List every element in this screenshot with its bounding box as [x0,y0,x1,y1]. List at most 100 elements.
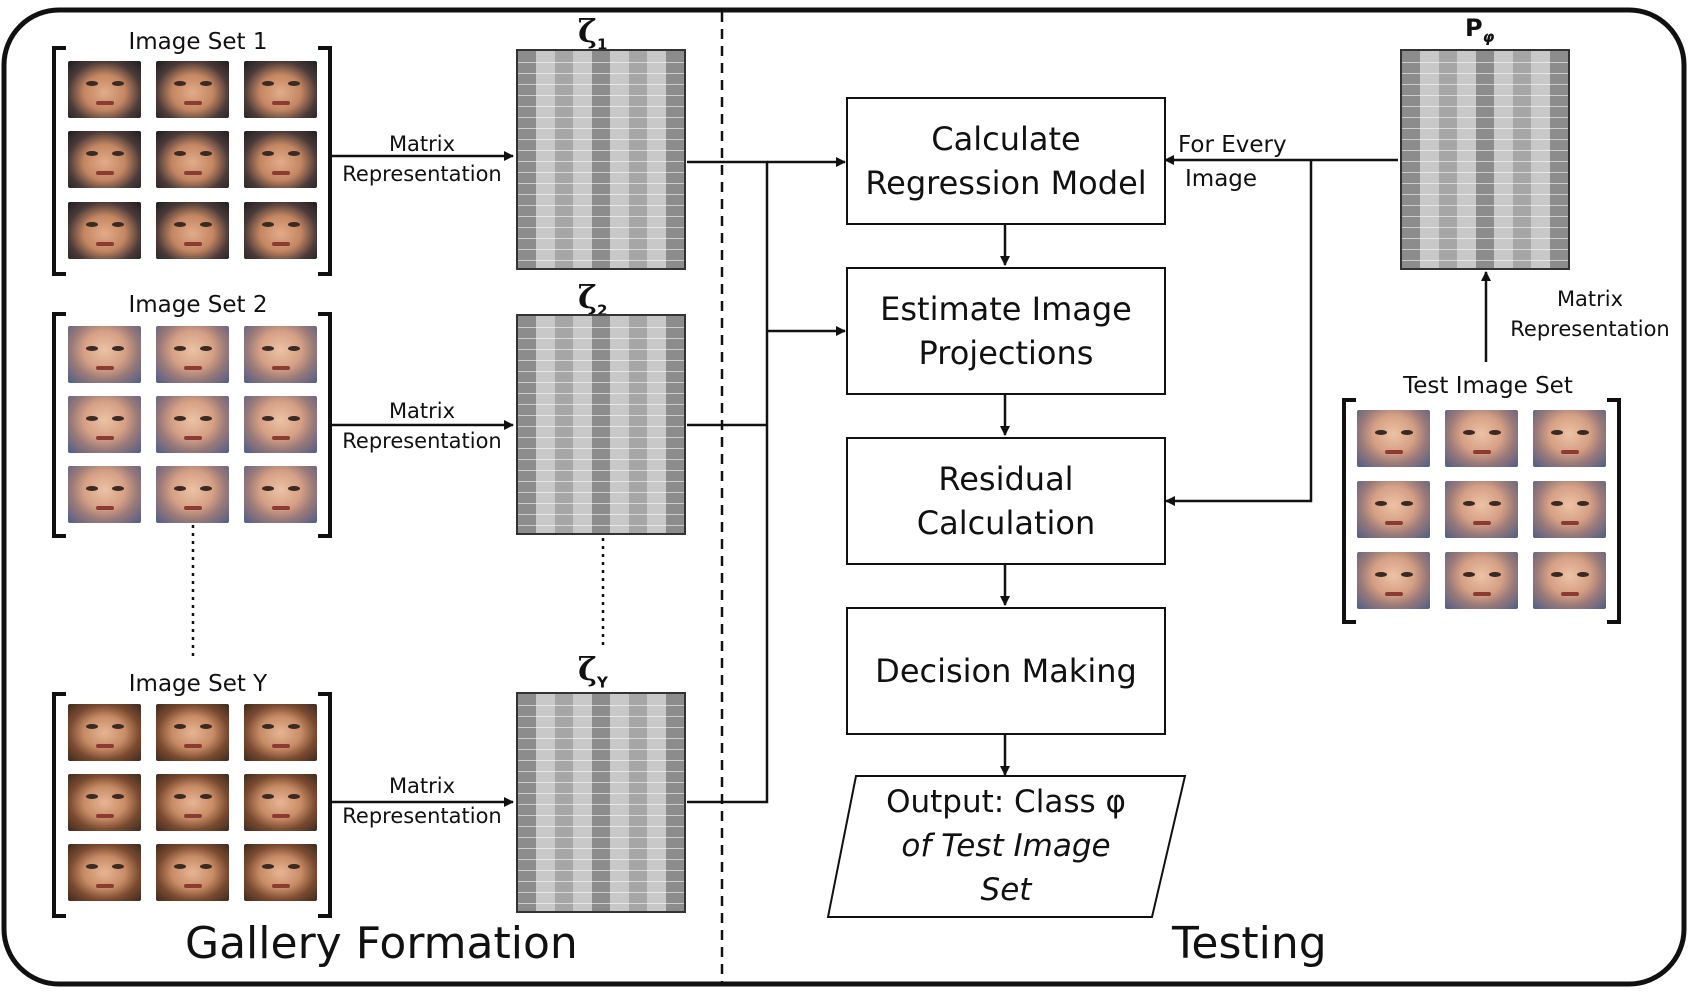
face-image [156,466,229,523]
matrix-row-line [1402,139,1568,140]
matrix-rep-line2: Representation [342,429,502,453]
face-image [156,131,229,188]
face-image [1357,410,1430,467]
face-image [1445,481,1518,538]
face-image [1533,481,1606,538]
matrix-rep-line1: Matrix [388,132,456,156]
matrix-row-line [1402,106,1568,107]
matrix-row-line [1402,62,1568,63]
matrix-row-line [1402,150,1568,151]
matrix-column [628,694,648,911]
outer-frame [1,7,1687,987]
face-image [68,396,141,453]
face-image [1357,552,1430,609]
matrix-row-line [1402,161,1568,162]
matrix-row-line [518,738,684,739]
matrix-row-line [1402,172,1568,173]
right-bracket [318,692,332,918]
matrix-row-line [518,249,684,250]
face-image [68,704,141,761]
matrix-row-line [518,727,684,728]
matrix-column [554,694,574,911]
matrix-row-line [518,870,684,871]
left-bracket [1342,398,1356,624]
p-phi-label: Pφ [1465,14,1494,46]
for-every-line1: For Every [1178,132,1287,158]
step-line2: Calculation [916,504,1096,542]
matrix-row-line [518,815,684,816]
matrix-row-line [518,404,684,405]
matrix-row-line [518,139,684,140]
matrix-row-line [518,393,684,394]
for-every-line2: Image [1185,166,1258,192]
test-image-set-title: Test Image Set [1403,373,1573,399]
matrix-column [591,694,611,911]
matrix-column [1420,51,1440,268]
left-bracket [52,312,66,538]
matrix-row-line [1402,84,1568,85]
matrix-row-line [518,793,684,794]
matrix-column [610,51,630,268]
matrix-row-line [518,716,684,717]
matrix-column [647,694,667,911]
matrix-row-line [1402,183,1568,184]
matrix-row-line [1402,95,1568,96]
matrix-column [554,316,574,533]
matrix-rep-line1: Matrix [388,774,456,798]
matrix-row-line [518,437,684,438]
matrix-row-line [1402,73,1568,74]
face-image [1445,410,1518,467]
matrix-column [518,694,537,911]
matrix-rep-label-2: Matrix Representation [337,396,507,456]
left-bracket [52,46,66,276]
matrix-row-line [518,73,684,74]
matrix-row-line [518,771,684,772]
step-line1: Calculate [931,120,1081,158]
matrix-column [1494,51,1514,268]
matrix-column [628,316,648,533]
test-matrix [1400,49,1570,270]
zeta-symbol: ζ [578,12,597,50]
matrix-row-line [518,84,684,85]
matrix-column [628,51,648,268]
gallery-matrix-1 [516,49,686,270]
matrix-row-line [518,881,684,882]
matrix-rep-label-1: Matrix Representation [337,129,507,189]
matrix-row-line [518,705,684,706]
face-image [244,396,317,453]
face-image [244,774,317,831]
output-line2: of Test Image [901,828,1111,864]
face-image [156,326,229,383]
gallery-formation-title: Gallery Formation [185,918,578,969]
output-line1: Output: Class φ [886,784,1126,820]
matrix-row-line [518,503,684,504]
matrix-rep-line1: Matrix [388,399,456,423]
matrix-rep-label-y: Matrix Representation [337,771,507,831]
left-bracket [52,692,66,918]
face-image [244,466,317,523]
matrix-column [536,694,556,911]
face-image [1533,552,1606,609]
gallery-matrix-y [516,692,686,913]
matrix-row-line [1402,205,1568,206]
face-image [244,61,317,118]
zeta-symbol: ζ [578,278,597,316]
matrix-rep-line2: Representation [342,804,502,828]
step-line1: Residual [938,460,1074,498]
face-image [156,774,229,831]
matrix-row-line [518,161,684,162]
matrix-row-line [518,62,684,63]
zeta-2-label: ζ2 [578,278,607,319]
matrix-column [1475,51,1495,268]
matrix-row-line [518,183,684,184]
matrix-column [665,694,684,911]
matrix-row-line [518,892,684,893]
face-image [156,202,229,259]
matrix-row-line [518,216,684,217]
face-image [1533,410,1606,467]
step-line1: Estimate Image [880,290,1132,328]
matrix-column [1402,51,1421,268]
